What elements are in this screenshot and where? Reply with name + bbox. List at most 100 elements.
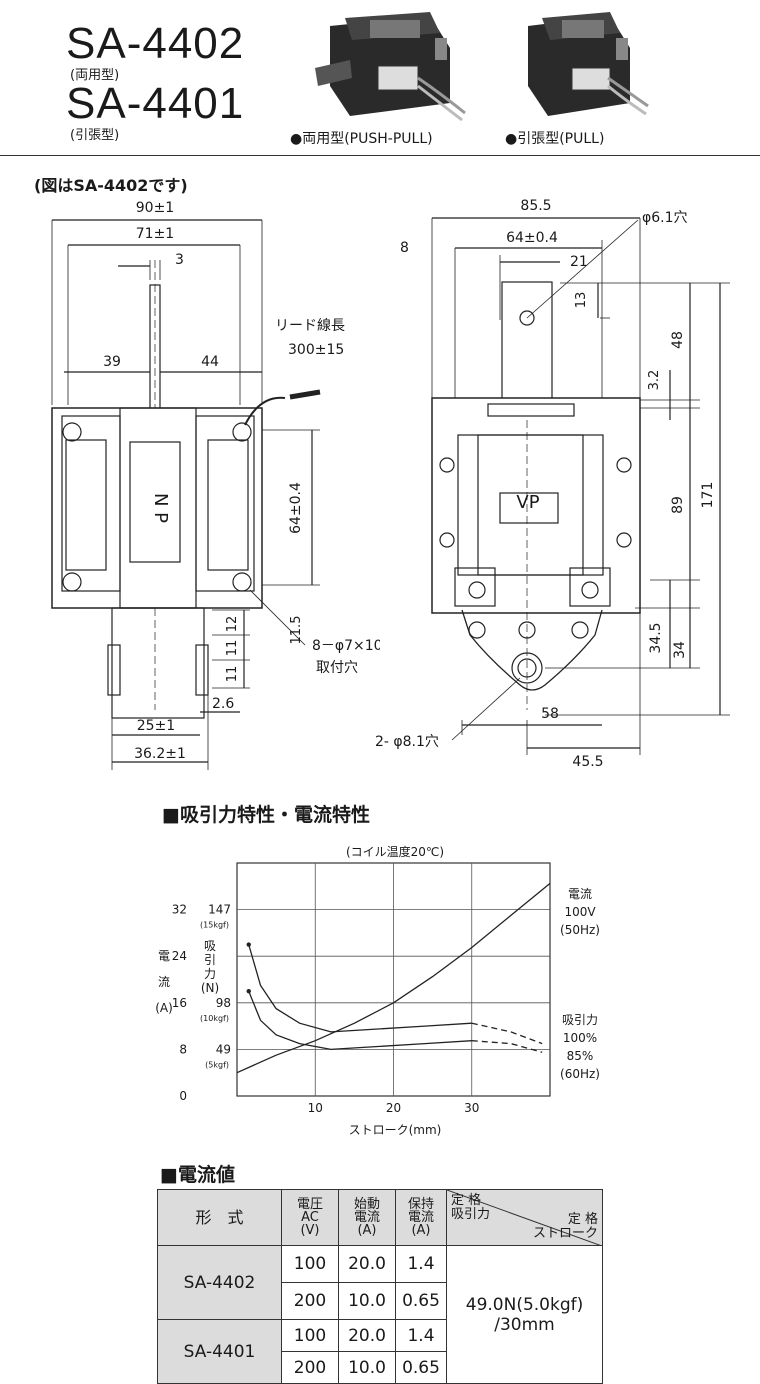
header-rated-force: 定 格 吸引力 xyxy=(451,1193,491,1222)
front-view-drawing: 90±1 71±1 3 39 44 リード線長 300±15 N P 64±0.… xyxy=(51,200,380,770)
dim-11-5: 11.5 xyxy=(289,616,304,645)
dim-48: 48 xyxy=(670,331,686,349)
series-line-current xyxy=(236,882,551,1074)
dim-71: 71±1 xyxy=(136,226,174,242)
dim-21: 21 xyxy=(570,254,588,270)
series-line-force xyxy=(248,990,472,1051)
header-hold-current: 保持 電流 (A) xyxy=(395,1189,447,1246)
series-start-point xyxy=(246,988,251,994)
header-rated-stroke: 定 格 ストローク xyxy=(532,1212,598,1241)
cell-hold: 1.4 xyxy=(395,1245,447,1283)
product-photo-pull xyxy=(528,12,649,116)
annotation-current: 100V xyxy=(564,905,596,919)
coil-label-vp: VP xyxy=(516,492,539,513)
dim-36-2: 36.2±1 xyxy=(134,746,186,762)
y-current-tick-label: 16 xyxy=(172,996,187,1010)
mount-holes-label: 取付穴 xyxy=(316,660,358,676)
dim-8: 8 xyxy=(400,240,409,256)
lead-length: 300±15 xyxy=(288,342,344,358)
drawing-note: (図はSA-4402です) xyxy=(34,176,188,195)
series-line-force xyxy=(248,944,472,1033)
dim-64-height: 64±0.4 xyxy=(288,482,304,534)
annotation-current: (50Hz) xyxy=(560,923,600,937)
dim-58: 58 xyxy=(541,706,559,722)
dim-11b: 11 xyxy=(225,666,240,683)
dim-2-6: 2.6 xyxy=(212,696,234,712)
annotation-current: 電流 xyxy=(568,887,592,901)
x-tick-label: 10 xyxy=(308,1101,323,1115)
mount-holes-dim: 8－φ7×10 xyxy=(312,638,380,654)
y-force-axis-label: (N) xyxy=(201,981,219,995)
cell-hold: 0.65 xyxy=(395,1351,447,1384)
series-line-force-dashed xyxy=(471,1040,543,1053)
table-section-title: ■電流値 xyxy=(160,1164,235,1186)
header-start-current: 始動 電流 (A) xyxy=(338,1189,396,1246)
product-photo-push-pull xyxy=(315,12,466,122)
dim-13: 13 xyxy=(574,292,589,309)
header-model: 形 式 xyxy=(157,1189,282,1246)
dim-3: 3 xyxy=(175,252,184,268)
annotation-force: 吸引力 xyxy=(562,1013,598,1027)
y-force-axis-label: 引 xyxy=(204,953,216,967)
cell-voltage: 200 xyxy=(281,1282,339,1320)
model-title-a: SA-4402 xyxy=(66,19,245,68)
dim-90: 90±1 xyxy=(136,200,174,216)
cell-voltage: 200 xyxy=(281,1351,339,1384)
y-force-tick-label: 147 xyxy=(208,903,231,917)
y-force-tick-label: 98 xyxy=(216,996,231,1010)
chart-title: (コイル温度20℃) xyxy=(346,844,444,859)
photo-caption-push-pull: ●両用型(PUSH-PULL) xyxy=(290,131,433,147)
header-voltage: 電圧 AC (V) xyxy=(281,1189,339,1246)
chart-x-label: ストローク(mm) xyxy=(349,1123,442,1137)
hole-6-1: φ6.1穴 xyxy=(642,210,688,226)
cell-rated: 49.0N(5.0kgf) /30mm xyxy=(446,1245,603,1384)
annotation-force: 100% xyxy=(563,1031,597,1045)
cell-hold: 1.4 xyxy=(395,1319,447,1352)
coil-label-np: N P xyxy=(150,493,171,523)
header-divider xyxy=(0,155,760,156)
cell-start: 20.0 xyxy=(338,1245,396,1283)
cell-hold: 0.65 xyxy=(395,1282,447,1320)
chart-section-title: ■吸引力特性・電流特性 xyxy=(162,804,370,826)
y-current-tick-label: 0 xyxy=(179,1089,187,1103)
dim-85-5: 85.5 xyxy=(520,198,551,214)
cell-start: 10.0 xyxy=(338,1351,396,1384)
chart-grid xyxy=(236,862,551,1097)
cell-start: 20.0 xyxy=(338,1319,396,1352)
dim-34: 34 xyxy=(672,641,688,659)
header-rated: 定 格 吸引力 定 格 ストローク xyxy=(446,1189,603,1246)
annotation-force: 85% xyxy=(567,1049,594,1063)
x-tick-label: 30 xyxy=(464,1101,479,1115)
y-current-tick-label: 24 xyxy=(172,949,187,963)
dim-89: 89 xyxy=(670,496,686,514)
y-force-kgf-label: (10kgf) xyxy=(200,1014,229,1023)
dim-44: 44 xyxy=(201,354,219,370)
y-current-axis-label: (A) xyxy=(155,1001,173,1015)
chart-series xyxy=(236,882,551,1074)
lead-label: リード線長 xyxy=(275,318,345,334)
cell-voltage: 100 xyxy=(281,1319,339,1352)
y-current-axis-label: 電 xyxy=(158,949,170,963)
dim-171: 171 xyxy=(700,482,716,509)
y-force-kgf-label: (5kgf) xyxy=(205,1060,229,1069)
model-type-b: (引張型) xyxy=(70,128,120,143)
dim-64-width: 64±0.4 xyxy=(506,230,558,246)
row-model-sa4402: SA-4402 xyxy=(157,1245,282,1320)
y-force-kgf-label: (15kgf) xyxy=(200,921,229,930)
y-current-tick-label: 32 xyxy=(172,903,187,917)
y-current-axis-label: 流 xyxy=(158,975,170,989)
dim-25: 25±1 xyxy=(137,718,175,734)
cell-start: 10.0 xyxy=(338,1282,396,1320)
dim-12: 12 xyxy=(225,616,240,633)
model-type-a: (両用型) xyxy=(70,68,120,83)
y-force-axis-label: 吸 xyxy=(204,939,216,953)
header-diagonal xyxy=(447,1190,602,1246)
dim-45-5: 45.5 xyxy=(572,754,603,770)
current-spec-table: 形 式 電圧 AC (V) 始動 電流 (A) 保持 電流 (A) 定 格 吸引… xyxy=(157,1189,603,1384)
dim-11a: 11 xyxy=(225,640,240,657)
series-start-point xyxy=(246,942,251,947)
x-tick-label: 20 xyxy=(386,1101,401,1115)
y-current-tick-label: 8 xyxy=(179,1042,187,1056)
